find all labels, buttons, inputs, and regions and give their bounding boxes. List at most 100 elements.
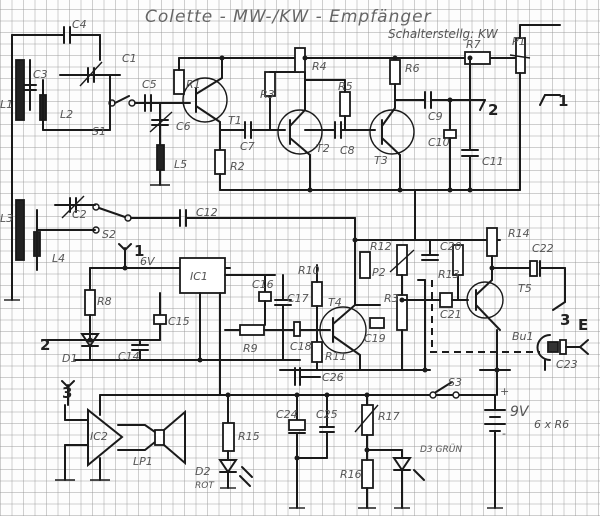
capacitor-c24 [288,419,306,431]
label-node-1b: 1 [134,242,144,260]
label-t4: T4 [328,296,342,309]
label-r3: R3 [260,88,275,101]
label-ic1: IC1 [190,270,208,283]
label-l4: L4 [52,252,65,265]
label-c25: C25 [316,408,338,421]
label-t1: T1 [228,114,242,127]
label-t5: T5 [518,282,532,295]
label-c24: C24 [276,408,298,421]
potentiometer-r17 [361,404,374,436]
label-l2: L2 [60,108,73,121]
capacitor-c19 [369,317,385,329]
label-c5: C5 [142,78,157,91]
label-node-3a: 3 [560,311,570,329]
label-c18: C18 [290,340,312,353]
label-bu1: Bu1 [512,330,534,343]
label-t3: T3 [374,154,388,167]
transistor-t2 [277,109,323,155]
label-r1: R1 [186,78,201,91]
label-r4: R4 [312,60,327,73]
amplifier-ic2 [55,404,156,481]
label-e: E [578,316,588,334]
label-p1: P1 [512,35,526,48]
transistor-t1 [182,77,228,123]
coil-l5 [156,144,165,171]
label-c23: C23 [556,358,578,371]
label-node-2b: 2 [40,336,50,354]
label-c17: C17 [287,292,309,305]
label-6v: 6V [140,255,156,268]
diagram-title: Colette - MW-/KW - Empfänger [145,7,432,27]
label-c1: C1 [122,52,137,65]
label-c9: C9 [428,110,443,123]
label-r13: R13 [438,268,460,281]
coil-l4 [33,209,96,271]
label-r8: R8 [97,295,112,308]
switch-position-note: Schalterstellg: KW [388,27,499,41]
ic1 [179,257,226,294]
label-c4: C4 [72,18,87,31]
label-c19: C19 [364,332,386,345]
capacitor-c15 [153,314,167,325]
label-d3: D3 GRÜN [420,444,462,455]
led-d3 [392,457,412,472]
jack-bu1 [536,334,589,371]
label-c26: C26 [322,371,344,384]
capacitor-c2 [54,195,96,219]
resistor-r16 [361,459,374,489]
resistor-r12 [359,251,371,279]
label-9v: 9V [510,404,530,420]
label-l5: L5 [174,158,187,171]
label-r6: R6 [405,62,420,75]
label-node-1a: 1 [558,92,568,110]
label-d2-color: ROT [195,481,215,491]
label-r9: R9 [243,342,258,355]
label-lp1: LP1 [133,455,153,468]
label-r15: R15 [238,430,260,443]
label-s3: S3 [448,376,462,389]
label-c11: C11 [482,155,504,168]
trimmer-c6 [149,102,173,146]
label-r7: R7 [466,38,481,51]
capacitor-c12 [179,209,356,241]
label-plus: + [500,385,509,398]
label-c12: C12 [196,206,218,219]
capacitor-c16 [258,291,272,302]
label-r12: R12 [370,240,392,253]
capacitor-c18 [293,321,301,337]
label-d2: D2 [195,465,210,478]
potentiometer-p1 [509,24,561,191]
resistor-r6 [389,59,401,85]
label-l3: L3 [0,212,13,225]
label-s2: S2 [102,228,116,241]
label-r3-af: R3 [384,292,399,305]
label-c3: C3 [33,68,48,81]
label-ic2: IC2 [90,430,108,443]
transistor-t3 [369,109,415,155]
resistor-r8 [84,289,96,316]
switch-s3 [429,381,460,399]
resistor-r7 [464,51,491,65]
label-t2: T2 [316,142,330,155]
label-r5: R5 [338,80,353,93]
transistor-t5 [466,281,504,319]
junction-dots [87,55,500,461]
label-node-3b: 3 [62,384,72,402]
label-r11: R11 [325,350,347,363]
label-d1: D1 [62,352,77,365]
switch-s2 [92,203,181,234]
resistor-r5 [339,91,351,117]
resistor-r11 [311,341,323,363]
trimmer-c1 [59,61,121,87]
label-c7: C7 [240,140,255,153]
resistor-r9 [239,324,265,336]
label-c15: C15 [168,315,190,328]
label-l1: L1 [0,98,13,111]
label-c20: C20 [440,240,462,253]
label-c16: C16 [252,278,274,291]
loudspeaker-lp1 [154,409,186,466]
label-p2: P2 [372,266,386,279]
label-c2: C2 [72,208,87,221]
